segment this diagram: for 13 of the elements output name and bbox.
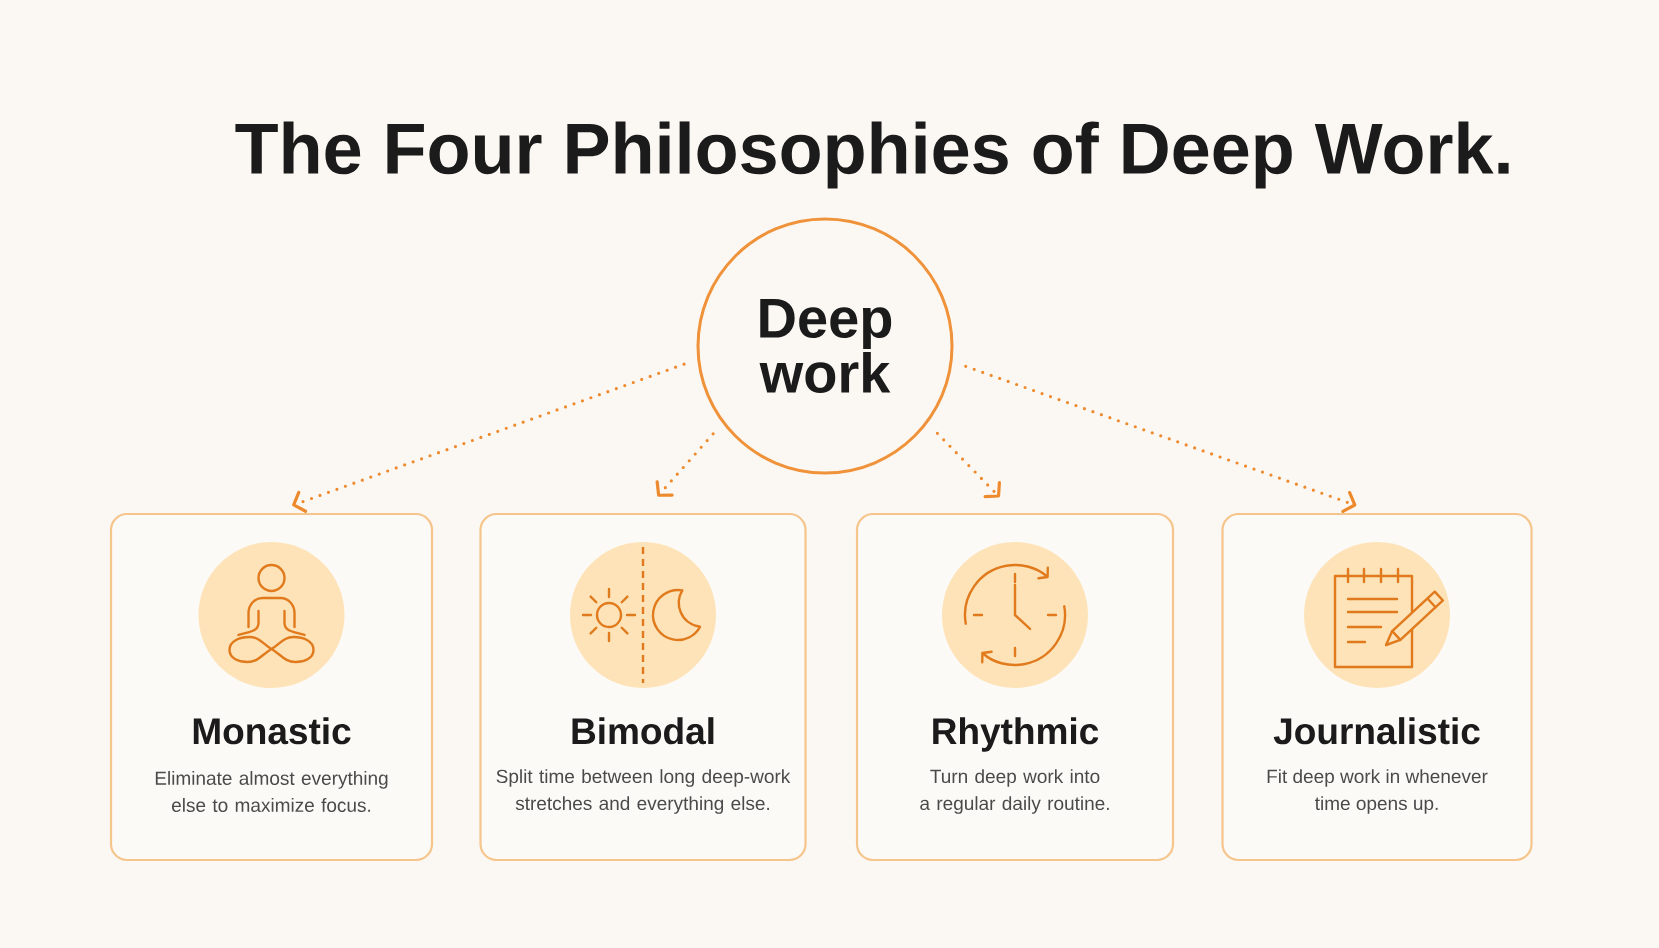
card-description: Split time between long deep-work stretches and everything else. (496, 769, 791, 814)
arrow (935, 431, 1001, 499)
card-description: Eliminate almost everything else to maximize focus. (155, 771, 388, 812)
card-heading: Rhythmic (933, 717, 1099, 752)
card-description: Fit deep work in whenever time opens up. (1267, 769, 1488, 814)
arrow (964, 364, 1357, 513)
card-heading: Bimodal (572, 717, 714, 745)
card-heading: Monastic (193, 717, 351, 745)
card-heading: Journalistic (1273, 717, 1480, 745)
arrow (292, 362, 686, 513)
title: The Four Philosophies of Deep Work. (235, 121, 1509, 189)
card-description: Turn deep work into a regular daily routine. (920, 769, 1109, 814)
arrow (655, 432, 715, 497)
